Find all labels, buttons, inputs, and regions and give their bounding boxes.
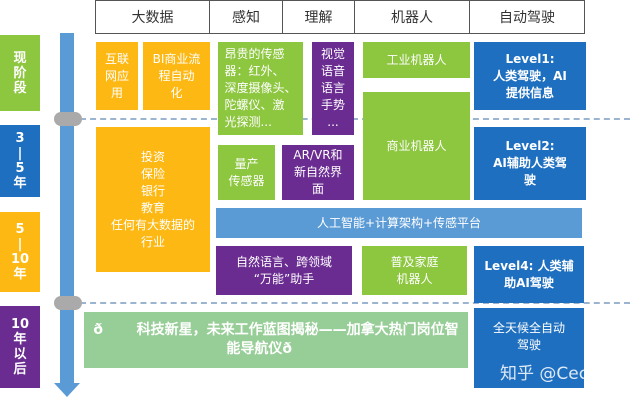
timeline-arrow-icon xyxy=(54,383,80,397)
timeline-marker xyxy=(54,296,82,310)
timeline-bar xyxy=(60,33,74,385)
header-understanding: 理解 xyxy=(283,0,355,34)
box-nl-assistant: 自然语言、跨领域 “万能”助手 xyxy=(216,246,352,295)
box-level4: Level4: 人类辅 助AI驾驶 xyxy=(474,246,584,303)
box-home-robot: 普及家庭 机器人 xyxy=(362,246,467,295)
watermark: 知乎 @Cecily xyxy=(500,364,608,384)
box-vision-language: 视觉 语音 语言 手势 ... xyxy=(312,42,354,135)
divider xyxy=(80,302,630,304)
box-platform: 人工智能+计算架构+传感平台 xyxy=(216,208,582,238)
box-internet: 互联 网应 用 xyxy=(96,42,138,110)
box-arvr: AR/VR和 新自然界 面 xyxy=(282,145,354,200)
title-banner: ð科技新星，未来工作蓝图揭秘——加拿大热门岗位智能导航仪ð xyxy=(84,312,468,368)
timeline-marker xyxy=(54,112,82,126)
header-perception: 感知 xyxy=(210,0,283,34)
stage-3-5-years: 3 | 5 年 xyxy=(0,125,40,197)
box-full-auto: 全天候全自动 驾驶 xyxy=(474,308,584,388)
box-commercial-robot: 商业机器人 xyxy=(363,92,470,200)
box-industries: 投资 保险 银行 教育 任何有大数据的 行业 xyxy=(96,127,210,272)
divider xyxy=(80,118,630,120)
box-mass-sensors: 量产 传感器 xyxy=(218,145,275,200)
box-bi: BI商业流 程自动 化 xyxy=(143,42,210,110)
stage-5-10-years: 5 | 10 年 xyxy=(0,212,40,292)
box-level2: Level2: AI辅助人类驾 驶 xyxy=(474,127,586,200)
stage-10-plus-years: 10 年 以 后 xyxy=(0,306,40,388)
box-industrial-robot: 工业机器人 xyxy=(363,42,470,78)
header-robot: 机器人 xyxy=(355,0,470,34)
header-autonomous-driving: 自动驾驶 xyxy=(470,0,585,34)
stage-current: 现 阶 段 xyxy=(0,35,40,111)
box-level1: Level1: 人类驾驶，AI 提供信息 xyxy=(474,42,586,110)
box-expensive-sensors: 昂贵的传感 器：红外、 深度摄像头、 陀螺仪、激 光探测... xyxy=(218,42,303,135)
header-big-data: 大数据 xyxy=(95,0,210,34)
